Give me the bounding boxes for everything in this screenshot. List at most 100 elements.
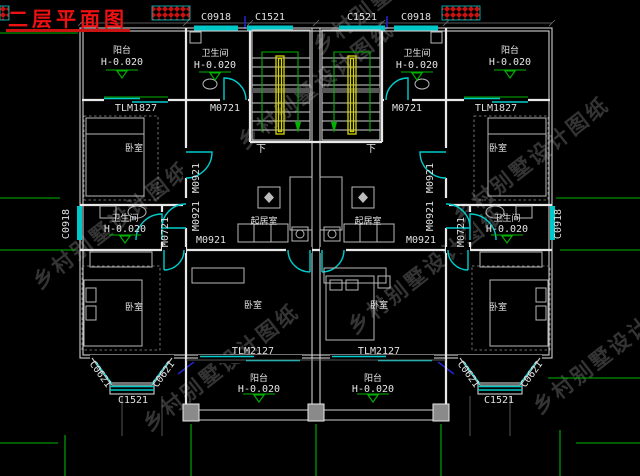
door-m0921-left-1 [185, 151, 213, 179]
door-m0921-right-1 [419, 151, 447, 179]
room-label-balcony-bottom-right: 阳台 [364, 372, 382, 384]
window-label-c1521-top-left: C1521 [255, 12, 285, 23]
door-label-m0721-mid-left: M0721 [160, 217, 171, 247]
railing-post [182, 403, 200, 422]
inner-walls [80, 28, 552, 421]
stair-handrail [347, 55, 357, 135]
room-label-bedroom-bottom-center-right: 卧室 [370, 299, 388, 311]
window-c0918-top-right [394, 25, 438, 31]
room-label-bathroom-top-left: 卫生间 [201, 47, 228, 59]
window-label-c0918-side-right: C0918 [553, 209, 564, 239]
door-label-m0721-mid-right: M0721 [456, 217, 467, 247]
title-block: 二层平面图 [6, 7, 130, 32]
door-label-m0921-rot: M0921 [425, 201, 436, 231]
door-bedroom-corner-right [447, 249, 469, 271]
grid-lines [0, 32, 640, 476]
sliding-door-tlm1827-left [104, 96, 168, 103]
staircase-left [251, 29, 311, 141]
stair-handrail [275, 55, 285, 135]
room-label-balcony-top-left: 阳台 [113, 44, 131, 56]
room-label-bedroom-bottom-corner-left: 卧室 [125, 301, 143, 313]
room-label-bedroom-mid-left: 卧室 [125, 142, 143, 154]
door-label-tlm1827-right: TLM1827 [475, 103, 517, 114]
room-label-bathroom-top-right: 卫生间 [403, 47, 430, 59]
toilet [127, 205, 147, 219]
room-label-bathroom-mid-left: 卫生间 [111, 212, 138, 224]
room-label-living-left: 起居室 [250, 215, 277, 227]
sliding-door-tlm2127-right [332, 355, 432, 362]
bed [489, 279, 549, 347]
door-label-m0921-left: M0921 [196, 235, 226, 246]
window-label-c0918-top-left: C0918 [201, 12, 231, 23]
door-label-tlm1827-left: TLM1827 [115, 103, 157, 114]
door-bedroom-corner-left [163, 249, 185, 271]
door-label-m0921-rot: M0921 [191, 201, 202, 231]
door-label-tlm2127-right: TLM2127 [358, 346, 400, 357]
window-label-c1521-bay-right: C1521 [484, 395, 514, 406]
outer-walls [79, 27, 553, 359]
stair-route [261, 51, 299, 132]
window-c1521-top-left [247, 25, 293, 31]
level-label: H-0.020 [489, 57, 531, 68]
room-label-bedroom-bottom-corner-right: 卧室 [489, 301, 507, 313]
window-c0918-left-side [77, 206, 82, 240]
bed [325, 275, 375, 341]
window-c1521-top-right [339, 25, 385, 31]
sink [99, 205, 117, 219]
wardrobe [191, 267, 245, 284]
bay-window-bottom-right [459, 357, 541, 436]
level-label: H-0.020 [238, 384, 280, 395]
level-label: H-0.020 [352, 384, 394, 395]
sofa [237, 223, 289, 243]
bed [487, 117, 547, 197]
wardrobe [479, 251, 543, 268]
balcony-railing [182, 359, 450, 422]
window-label-c0918-side-left: C0918 [61, 209, 72, 239]
sliding-door-tlm1827-right [464, 96, 528, 103]
door-bedroom-center-left [287, 249, 311, 273]
stair-arrow [295, 122, 301, 133]
page-title: 二层平面图 [8, 7, 128, 31]
bay-window-bottom-left [91, 357, 173, 436]
nightstand [377, 275, 391, 289]
room-label-bathroom-mid-right: 卫生间 [493, 212, 520, 224]
level-label: H-0.020 [104, 224, 146, 235]
room-label-balcony-top-right: 阳台 [501, 44, 519, 56]
bed [83, 279, 143, 347]
flower-box-left-edge [0, 5, 10, 21]
room-label-bedroom-mid-right: 卧室 [489, 142, 507, 154]
door-label-m0721-top-left: M0721 [210, 103, 240, 114]
level-label: H-0.020 [194, 60, 236, 71]
tv [291, 226, 309, 242]
level-label: H-0.020 [486, 224, 528, 235]
room-label-bedroom-bottom-center-left: 卧室 [244, 299, 262, 311]
flower-boxes [0, 5, 481, 21]
sofa [343, 223, 395, 243]
room-label-living-right: 起居室 [354, 215, 381, 227]
toilet [414, 78, 430, 90]
window-c0918-right-side [550, 206, 555, 240]
railing-post [432, 403, 450, 422]
window-label-c1521-bay-left: C1521 [118, 395, 148, 406]
sliding-door-tlm2127-left [200, 355, 300, 362]
title-underline [6, 29, 130, 32]
door-bedroom-center-right [321, 249, 345, 273]
dimension-line-top [77, 19, 556, 27]
door-label-m0921-rot: M0921 [425, 163, 436, 193]
stair-arrow [331, 122, 337, 133]
bed [85, 117, 145, 197]
flower-box-top-right [441, 5, 481, 21]
door-label-m0921-right: M0921 [406, 235, 436, 246]
toilet [485, 205, 505, 219]
ceiling-lamp [257, 186, 281, 209]
flower-box-top-left [151, 5, 191, 21]
wardrobe [89, 251, 153, 268]
sink [515, 205, 533, 219]
stair-route [333, 51, 371, 132]
door-bathroom-top-left [223, 77, 247, 101]
staircase-right [321, 29, 381, 141]
furniture [81, 31, 551, 351]
level-label: H-0.020 [396, 60, 438, 71]
window-label-c1521-top-right: C1521 [347, 12, 377, 23]
